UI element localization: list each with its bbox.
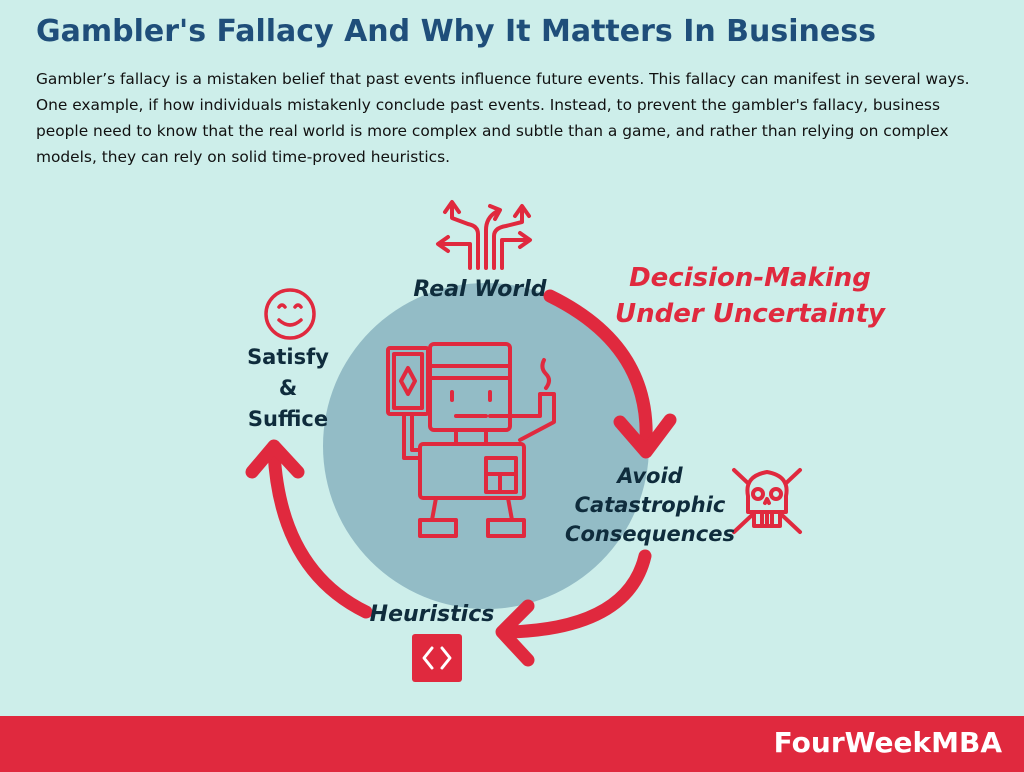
avoid-line-2: Catastrophic [574,493,726,517]
arrow-avoid-to-heuristics [503,549,652,639]
satisfy-line-2: & [278,376,298,400]
skull-crossbones-icon [732,468,802,534]
label-real-world: Real World [413,277,547,302]
footer-bar: FourWeekMBA [0,716,1024,772]
brand-logo-text: FourWeekMBA [773,726,1002,759]
smiley-face-icon [264,288,316,340]
headline-line-2: Under Uncertainty [614,299,885,329]
diverging-arrows-icon [436,200,532,270]
label-avoid-catastrophic: Avoid Catastrophic Consequences [560,462,740,549]
decision-making-headline: Decision-Making Under Uncertainty [600,260,900,332]
arrowhead-real-to-avoid [613,413,677,459]
satisfy-line-1: Satisfy [247,345,329,369]
code-brackets-icon [412,634,462,682]
label-satisfy-suffice: Satisfy & Suffice [228,342,348,435]
decision-cycle-diagram [245,200,802,682]
avoid-line-1: Avoid [617,464,683,488]
intro-paragraph: Gambler’s fallacy is a mistaken belief t… [36,70,970,166]
arrow-real-to-avoid [543,289,653,447]
page-title: Gambler's Fallacy And Why It Matters In … [36,14,876,49]
satisfy-line-3: Suffice [247,407,329,431]
cycle-arrows [245,289,677,667]
arrow-heuristics-to-satisfy [267,445,373,619]
avoid-line-3: Consequences [565,522,735,546]
arrowhead-avoid-to-heuristics [495,599,535,667]
arrowhead-heuristics-to-satisfy [245,439,305,479]
label-heuristics: Heuristics [369,602,495,627]
headline-line-1: Decision-Making [629,263,871,293]
robot-gambler-icon [386,342,556,538]
